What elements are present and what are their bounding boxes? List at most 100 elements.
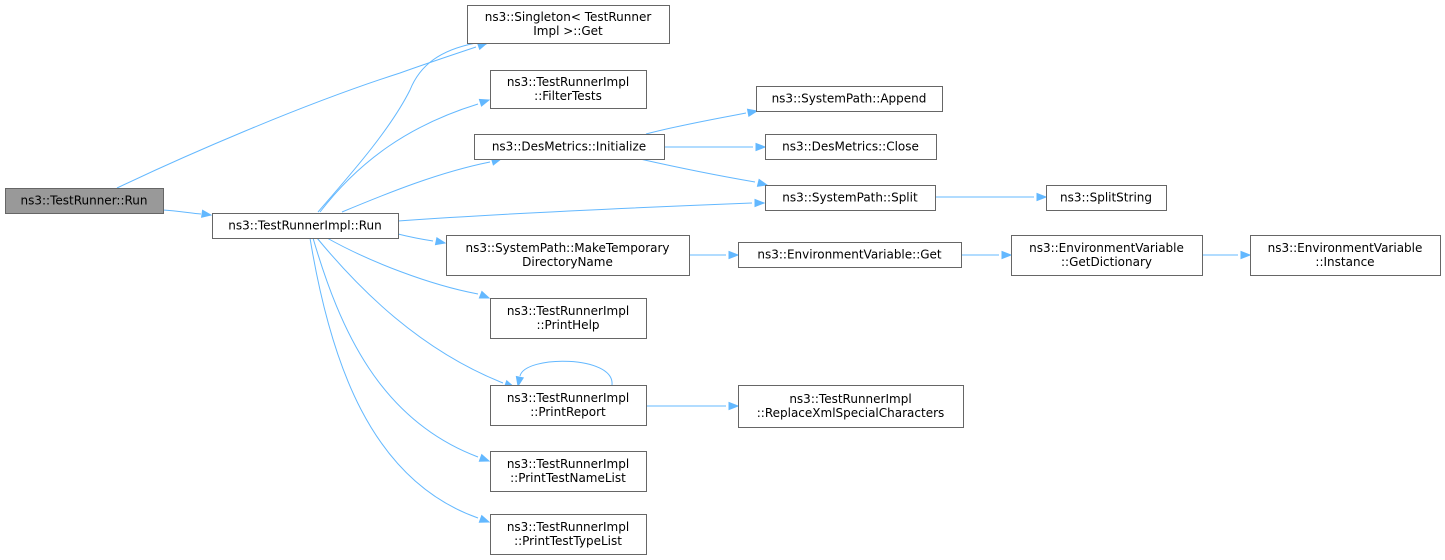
node-envvar-getdictionary-box bbox=[1011, 235, 1203, 276]
node-print-test-type-list[interactable]: ns3::TestRunnerImpl::PrintTestTypeList bbox=[490, 514, 647, 555]
edge-desmetrics-initialize-to-systempath-split-arrowhead bbox=[756, 178, 769, 187]
node-testrunnerimpl-run-box bbox=[212, 213, 399, 239]
node-filter-tests-label-1: ns3::TestRunnerImpl bbox=[507, 75, 629, 89]
node-print-help-label-1: ns3::TestRunnerImpl bbox=[507, 304, 629, 318]
edge-testrunnerimpl-run-to-systempath-split-line bbox=[397, 202, 753, 222]
edge-testrunnerimpl-run-to-systempath-split bbox=[397, 198, 766, 222]
edge-testrunnerimpl-run-to-make-temp-dir bbox=[397, 233, 447, 246]
node-envvar-get[interactable]: ns3::EnvironmentVariable::Get bbox=[738, 242, 962, 268]
node-envvar-get-box bbox=[738, 242, 962, 268]
node-filter-tests-label-2: ::FilterTests bbox=[534, 89, 602, 103]
edge-testrunnerimpl-run-to-print-report-line bbox=[316, 237, 504, 384]
edge-desmetrics-initialize-to-desmetrics-close-arrowhead bbox=[755, 142, 767, 152]
edge-testrunnerimpl-run-to-print-help-line bbox=[326, 237, 479, 295]
node-envvar-instance[interactable]: ns3::EnvironmentVariable::Instance bbox=[1250, 235, 1441, 276]
node-singleton-get-box bbox=[467, 5, 670, 44]
node-testrunner-run-label-1: ns3::TestRunner::Run bbox=[20, 194, 147, 208]
edge-systempath-split-to-splitstring bbox=[935, 192, 1048, 202]
node-replace-xml[interactable]: ns3::TestRunnerImpl::ReplaceXmlSpecialCh… bbox=[738, 385, 964, 428]
node-testrunner-run-box bbox=[5, 188, 164, 214]
edge-desmetrics-initialize-to-systempath-append bbox=[645, 108, 759, 135]
node-singleton-get[interactable]: ns3::Singleton< TestRunnerImpl >::Get bbox=[467, 5, 670, 44]
edge-testrunnerimpl-run-to-make-temp-dir-arrowhead bbox=[434, 236, 447, 246]
edge-testrunnerimpl-run-to-print-test-name-list-line bbox=[312, 237, 479, 458]
node-envvar-getdictionary-label-1: ns3::EnvironmentVariable bbox=[1029, 241, 1184, 255]
node-envvar-instance-label-2: ::Instance bbox=[1315, 255, 1374, 269]
edge-testrunner-run-to-singleton-get-line bbox=[116, 46, 477, 189]
edge-make-temp-dir-to-envvar-get-arrowhead bbox=[728, 250, 740, 260]
node-replace-xml-label-2: ::ReplaceXmlSpecialCharacters bbox=[757, 406, 945, 420]
node-envvar-getdictionary[interactable]: ns3::EnvironmentVariable::GetDictionary bbox=[1011, 235, 1203, 276]
node-make-temp-dir-label-1: ns3::SystemPath::MakeTemporary bbox=[465, 241, 669, 255]
edge-testrunnerimpl-run-to-filter-tests-arrowhead bbox=[478, 98, 491, 107]
node-replace-xml-box bbox=[738, 385, 964, 428]
edge-testrunnerimpl-run-to-systempath-split-arrowhead bbox=[754, 198, 766, 208]
node-envvar-getdictionary-label-2: ::GetDictionary bbox=[1061, 255, 1152, 269]
node-systempath-split[interactable]: ns3::SystemPath::Split bbox=[765, 185, 936, 211]
edge-systempath-split-to-splitstring-arrowhead bbox=[1036, 192, 1048, 202]
edge-testrunner-run-to-testrunnerimpl-run-arrowhead bbox=[201, 209, 213, 218]
node-print-help[interactable]: ns3::TestRunnerImpl::PrintHelp bbox=[490, 298, 647, 339]
node-make-temp-dir[interactable]: ns3::SystemPath::MakeTemporaryDirectoryN… bbox=[446, 235, 690, 276]
edge-envvar-get-to-envvar-getdictionary bbox=[961, 250, 1013, 260]
edge-testrunnerimpl-run-to-filter-tests bbox=[319, 98, 491, 213]
node-desmetrics-initialize[interactable]: ns3::DesMetrics::Initialize bbox=[474, 134, 665, 160]
edge-envvar-getdictionary-to-envvar-instance bbox=[1202, 250, 1252, 260]
node-print-report[interactable]: ns3::TestRunnerImpl::PrintReport bbox=[490, 385, 647, 426]
node-replace-xml-label-1: ns3::TestRunnerImpl bbox=[789, 392, 911, 406]
edge-testrunnerimpl-run-to-print-test-type-list-arrowhead bbox=[478, 514, 491, 523]
node-testrunnerimpl-run-label-1: ns3::TestRunnerImpl::Run bbox=[228, 219, 381, 233]
node-envvar-get-label-1: ns3::EnvironmentVariable::Get bbox=[757, 248, 942, 262]
node-print-report-box bbox=[490, 385, 647, 426]
node-testrunnerimpl-run[interactable]: ns3::TestRunnerImpl::Run bbox=[212, 213, 399, 239]
node-desmetrics-initialize-label-1: ns3::DesMetrics::Initialize bbox=[492, 140, 646, 154]
edge-testrunner-run-to-testrunnerimpl-run-line bbox=[162, 209, 202, 215]
node-filter-tests-box bbox=[490, 70, 647, 109]
edge-desmetrics-initialize-to-systempath-append-arrowhead bbox=[746, 108, 759, 117]
call-nodes: ns3::TestRunner::Runns3::TestRunnerImpl:… bbox=[5, 5, 1441, 555]
edge-print-report-to-replace-xml bbox=[646, 401, 740, 411]
edge-testrunner-run-to-singleton-get bbox=[116, 42, 489, 189]
node-print-test-name-list-label-2: ::PrintTestNameList bbox=[510, 471, 626, 485]
node-systempath-append[interactable]: ns3::SystemPath::Append bbox=[756, 86, 943, 112]
edge-testrunnerimpl-run-to-desmetrics-initialize-line bbox=[341, 161, 491, 213]
node-systempath-append-box bbox=[756, 86, 943, 112]
node-systempath-split-box bbox=[765, 185, 936, 211]
node-filter-tests[interactable]: ns3::TestRunnerImpl::FilterTests bbox=[490, 70, 647, 109]
edge-desmetrics-initialize-to-systempath-append-line bbox=[645, 112, 747, 135]
edge-testrunnerimpl-run-to-print-test-name-list bbox=[312, 237, 491, 462]
node-systempath-split-label-1: ns3::SystemPath::Split bbox=[782, 191, 918, 205]
edge-testrunnerimpl-run-to-print-help bbox=[326, 237, 491, 299]
node-print-test-type-list-label-1: ns3::TestRunnerImpl bbox=[507, 520, 629, 534]
edge-print-report-to-print-report-arrowhead bbox=[515, 375, 525, 388]
node-testrunner-run[interactable]: ns3::TestRunner::Run bbox=[5, 188, 164, 214]
node-make-temp-dir-box bbox=[446, 235, 690, 276]
node-envvar-instance-box bbox=[1250, 235, 1441, 276]
edge-testrunner-run-to-testrunnerimpl-run bbox=[162, 209, 213, 218]
node-print-report-label-2: ::PrintReport bbox=[530, 405, 606, 419]
node-print-test-name-list[interactable]: ns3::TestRunnerImpl::PrintTestNameList bbox=[490, 451, 647, 492]
node-desmetrics-close[interactable]: ns3::DesMetrics::Close bbox=[765, 134, 937, 160]
edge-testrunnerimpl-run-to-make-temp-dir-line bbox=[397, 233, 434, 242]
node-envvar-instance-label-1: ns3::EnvironmentVariable bbox=[1268, 241, 1423, 255]
edge-testrunnerimpl-run-to-singleton-get bbox=[317, 39, 490, 213]
call-edges bbox=[116, 39, 1252, 523]
edge-testrunnerimpl-run-to-filter-tests-line bbox=[319, 103, 479, 213]
node-print-test-name-list-box bbox=[490, 451, 647, 492]
edge-desmetrics-initialize-to-desmetrics-close bbox=[663, 142, 767, 152]
node-desmetrics-close-label-1: ns3::DesMetrics::Close bbox=[782, 140, 919, 154]
node-print-test-type-list-label-2: ::PrintTestTypeList bbox=[514, 534, 622, 548]
node-splitstring[interactable]: ns3::SplitString bbox=[1046, 185, 1167, 211]
node-print-report-label-1: ns3::TestRunnerImpl bbox=[507, 391, 629, 405]
node-singleton-get-label-1: ns3::Singleton< TestRunner bbox=[485, 10, 652, 24]
node-print-test-name-list-label-1: ns3::TestRunnerImpl bbox=[507, 457, 629, 471]
edge-print-report-to-replace-xml-arrowhead bbox=[728, 401, 740, 411]
edge-desmetrics-initialize-to-systempath-split bbox=[639, 158, 769, 187]
edge-testrunnerimpl-run-to-print-test-type-list bbox=[309, 237, 491, 523]
edge-testrunnerimpl-run-to-print-test-name-list-arrowhead bbox=[478, 453, 491, 462]
edge-testrunnerimpl-run-to-singleton-get-line bbox=[317, 42, 477, 213]
node-print-help-box bbox=[490, 298, 647, 339]
edge-print-report-to-print-report-line bbox=[519, 360, 613, 386]
node-splitstring-label-1: ns3::SplitString bbox=[1060, 191, 1152, 205]
node-singleton-get-label-2: Impl >::Get bbox=[533, 24, 603, 38]
